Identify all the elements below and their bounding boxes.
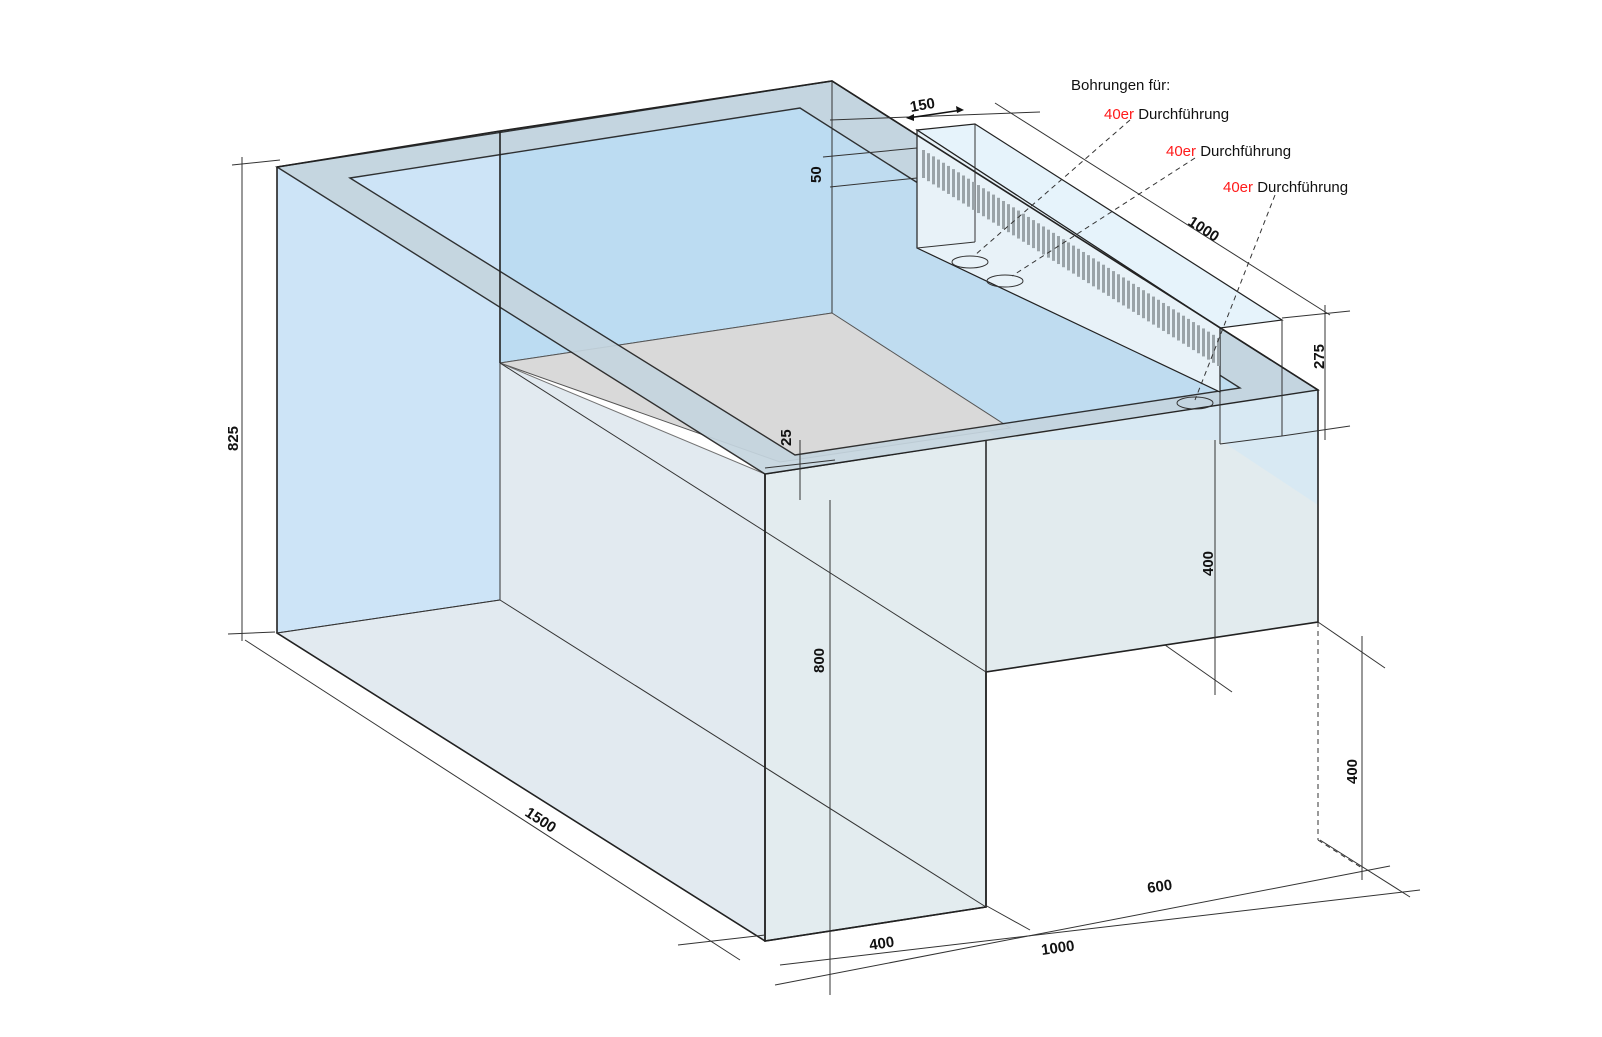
comb-slot <box>932 156 935 185</box>
annotation-title: Bohrungen für: <box>1071 77 1170 94</box>
comb-slot <box>982 188 985 217</box>
comb-slot <box>1092 258 1095 287</box>
comb-slot <box>1182 315 1185 344</box>
comb-slot <box>1067 242 1070 271</box>
right-upper-glass <box>1000 390 1318 505</box>
dim-overflow-height: 275 <box>1311 344 1328 369</box>
dim-total-width: 1000 <box>1040 937 1075 958</box>
comb-slot <box>962 175 965 204</box>
comb-slot <box>1017 210 1020 239</box>
annotation-item-3: 40er Durchführung <box>1223 179 1348 196</box>
dim-total-height: 825 <box>225 426 242 451</box>
comb-slot <box>1127 280 1130 309</box>
drill-hole <box>986 274 1024 288</box>
comb-slot <box>1057 236 1060 265</box>
comb-slot <box>1102 264 1105 293</box>
comb-slot <box>1207 331 1210 360</box>
comb-slot <box>952 169 955 198</box>
annotation-item-1: 40er Durchführung <box>1104 106 1229 123</box>
dim-cabinet-height: 400 <box>1344 759 1361 784</box>
comb-slot <box>1072 245 1075 274</box>
dim-rim: 25 <box>778 429 795 446</box>
comb-slot <box>992 194 995 223</box>
dim-overflow-width: 150 <box>909 95 937 116</box>
comb-slot <box>1112 271 1115 300</box>
comb-slot <box>942 162 945 191</box>
comb-slot <box>1022 213 1025 242</box>
comb-slot <box>1097 261 1100 290</box>
comb-slot <box>1192 322 1195 351</box>
comb-slot <box>1007 204 1010 233</box>
comb-slot <box>1212 334 1215 363</box>
comb-slot <box>1082 251 1085 280</box>
comb-slot <box>1107 267 1110 296</box>
comb-slot <box>1132 283 1135 312</box>
comb-slot <box>1047 229 1050 258</box>
comb-slot <box>1142 290 1145 319</box>
comb-slot <box>1152 296 1155 325</box>
comb-slot <box>1062 239 1065 268</box>
comb-slot <box>947 165 950 194</box>
comb-slot <box>1042 226 1045 255</box>
drill-hole <box>1176 396 1214 410</box>
comb-slot <box>1077 248 1080 277</box>
dim-overflow-offset: 50 <box>808 166 825 183</box>
dim-150-arrow <box>907 109 963 119</box>
comb-slot <box>1117 274 1120 303</box>
comb-slot <box>1172 309 1175 338</box>
comb-slot <box>957 172 960 201</box>
comb-slot <box>1177 312 1180 341</box>
comb-slot <box>1157 299 1160 328</box>
comb-slot <box>967 178 970 207</box>
comb-slot <box>937 159 940 188</box>
comb-slot <box>927 153 930 182</box>
drill-hole <box>951 255 989 269</box>
annotation-item-2: 40er Durchführung <box>1166 143 1291 160</box>
dim-inner-height: 400 <box>1200 551 1217 576</box>
dim-front-height: 800 <box>811 648 828 673</box>
comb-slot <box>1027 216 1030 245</box>
comb-slot <box>1032 220 1035 249</box>
comb-slot <box>1167 306 1170 335</box>
comb-slot <box>1217 338 1220 366</box>
comb-slot <box>997 197 1000 226</box>
comb-slot <box>1162 302 1165 331</box>
comb-slot <box>1002 200 1005 229</box>
comb-slot <box>1137 287 1140 316</box>
dim-overflow-length: 1000 <box>1185 213 1222 245</box>
overflow-comb <box>922 150 1220 366</box>
comb-slot <box>977 185 980 214</box>
comb-slot <box>1187 318 1190 347</box>
dim-length: 1500 <box>522 804 559 836</box>
comb-slot <box>972 181 975 210</box>
dim-front-width: 400 <box>868 934 895 954</box>
comb-slot <box>1202 328 1205 357</box>
comb-slot <box>1197 325 1200 354</box>
comb-slot <box>1087 255 1090 284</box>
comb-slot <box>922 150 925 178</box>
comb-slot <box>1037 223 1040 252</box>
comb-slot <box>987 191 990 220</box>
comb-slot <box>1052 232 1055 261</box>
comb-slot <box>1147 293 1150 322</box>
comb-slot <box>1122 277 1125 306</box>
dim-side-width: 600 <box>1146 877 1173 897</box>
